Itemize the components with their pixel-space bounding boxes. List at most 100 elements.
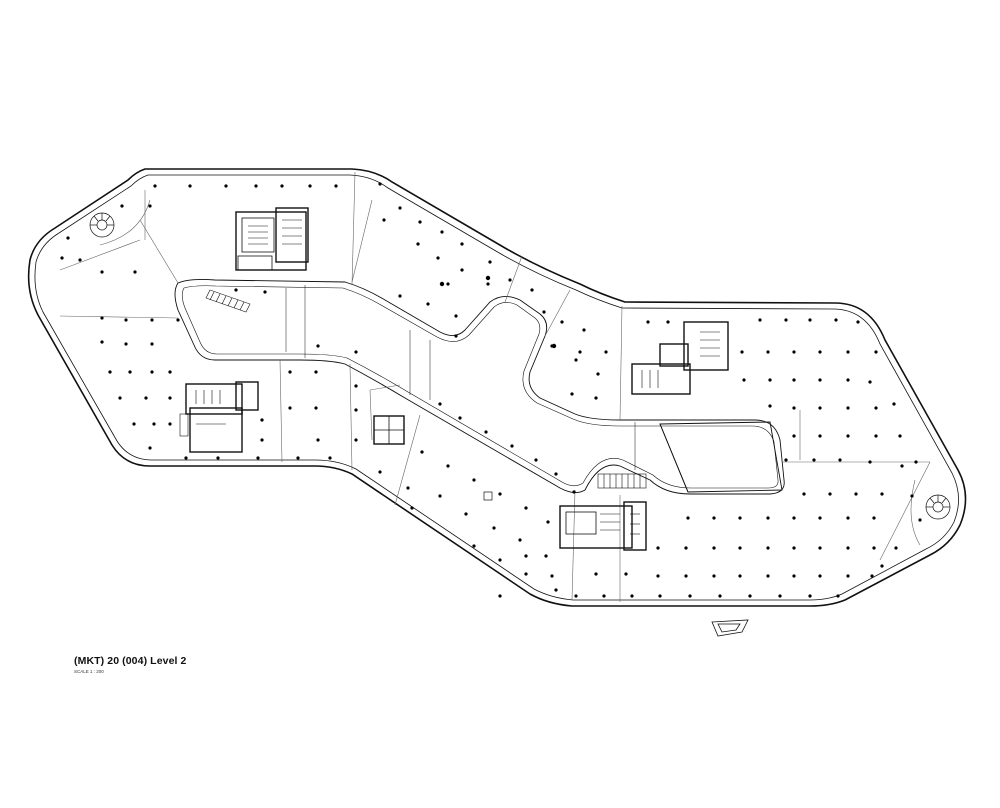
column-42	[314, 406, 318, 410]
column-64	[454, 334, 458, 338]
column-127	[712, 546, 716, 550]
column-174	[524, 506, 528, 510]
column-26	[144, 396, 148, 400]
column-49	[418, 220, 422, 224]
column-105	[914, 460, 918, 464]
column-19	[124, 342, 128, 346]
column-124	[918, 518, 922, 522]
small-column-marker	[483, 491, 493, 501]
column-13	[133, 270, 137, 274]
column-135	[594, 572, 598, 576]
central-atrium	[174, 278, 785, 495]
column-138	[684, 574, 688, 578]
column-1	[188, 184, 192, 188]
column-25	[118, 396, 122, 400]
column-69	[574, 358, 578, 362]
column-107	[812, 458, 816, 462]
column-80	[578, 350, 582, 354]
column-79	[856, 320, 860, 324]
drawing-title: (MKT) 20 (004) Level 2	[74, 655, 187, 667]
atrium-edge-outer	[174, 278, 785, 495]
column-6	[334, 184, 338, 188]
column-43	[288, 406, 292, 410]
column-155	[808, 594, 812, 598]
column-14	[100, 316, 104, 320]
column-92	[846, 378, 850, 382]
column-95	[768, 404, 772, 408]
column-33	[216, 456, 220, 460]
column-185	[524, 572, 528, 576]
column-61	[398, 294, 402, 298]
large-column-1	[485, 275, 491, 281]
column-98	[846, 406, 850, 410]
column-18	[100, 340, 104, 344]
column-2	[224, 184, 228, 188]
column-50	[440, 230, 444, 234]
column-137	[656, 574, 660, 578]
column-8	[148, 204, 152, 208]
building-envelope	[27, 168, 967, 607]
service-core-south	[559, 501, 647, 551]
structural-columns	[60, 182, 922, 598]
column-171	[446, 464, 450, 468]
column-112	[828, 492, 832, 496]
service-core-east	[631, 321, 729, 395]
exterior-wall-outer	[27, 168, 967, 607]
column-10	[60, 256, 64, 260]
column-84	[792, 350, 796, 354]
column-36	[328, 456, 332, 460]
column-0	[153, 184, 157, 188]
column-111	[802, 492, 806, 496]
large-column-2	[551, 343, 557, 349]
column-176	[438, 494, 442, 498]
spiral-stair-west	[89, 212, 115, 238]
column-114	[880, 492, 884, 496]
column-40	[288, 370, 292, 374]
column-94	[892, 402, 896, 406]
column-102	[818, 434, 822, 438]
column-62	[426, 302, 430, 306]
column-28	[132, 422, 136, 426]
column-83	[766, 350, 770, 354]
column-157	[354, 350, 358, 354]
column-24	[168, 370, 172, 374]
column-186	[554, 588, 558, 592]
drawing-scale: SCALE 1 : 200	[74, 669, 104, 674]
column-117	[712, 516, 716, 520]
column-86	[846, 350, 850, 354]
column-15	[124, 318, 128, 322]
column-70	[596, 372, 600, 376]
column-104	[874, 434, 878, 438]
column-37	[234, 288, 238, 292]
column-177	[464, 512, 468, 516]
column-139	[712, 574, 716, 578]
column-161	[378, 470, 382, 474]
column-48	[398, 206, 402, 210]
column-81	[604, 350, 608, 354]
column-160	[354, 438, 358, 442]
column-45	[260, 438, 264, 442]
column-9	[66, 236, 70, 240]
column-59	[486, 282, 490, 286]
column-41	[314, 370, 318, 374]
column-122	[846, 516, 850, 520]
column-150	[658, 594, 662, 598]
column-136	[624, 572, 628, 576]
column-109	[868, 460, 872, 464]
column-77	[808, 318, 812, 322]
column-12	[100, 270, 104, 274]
column-75	[758, 318, 762, 322]
exterior-wall-inner	[34, 174, 959, 601]
column-143	[818, 574, 822, 578]
escalator-south	[597, 473, 647, 489]
column-131	[818, 546, 822, 550]
column-72	[570, 392, 574, 396]
column-170	[420, 450, 424, 454]
column-53	[508, 278, 512, 282]
column-108	[838, 458, 842, 462]
column-182	[550, 574, 554, 578]
column-47	[378, 182, 382, 186]
column-187	[498, 594, 502, 598]
column-133	[872, 546, 876, 550]
column-183	[472, 544, 476, 548]
